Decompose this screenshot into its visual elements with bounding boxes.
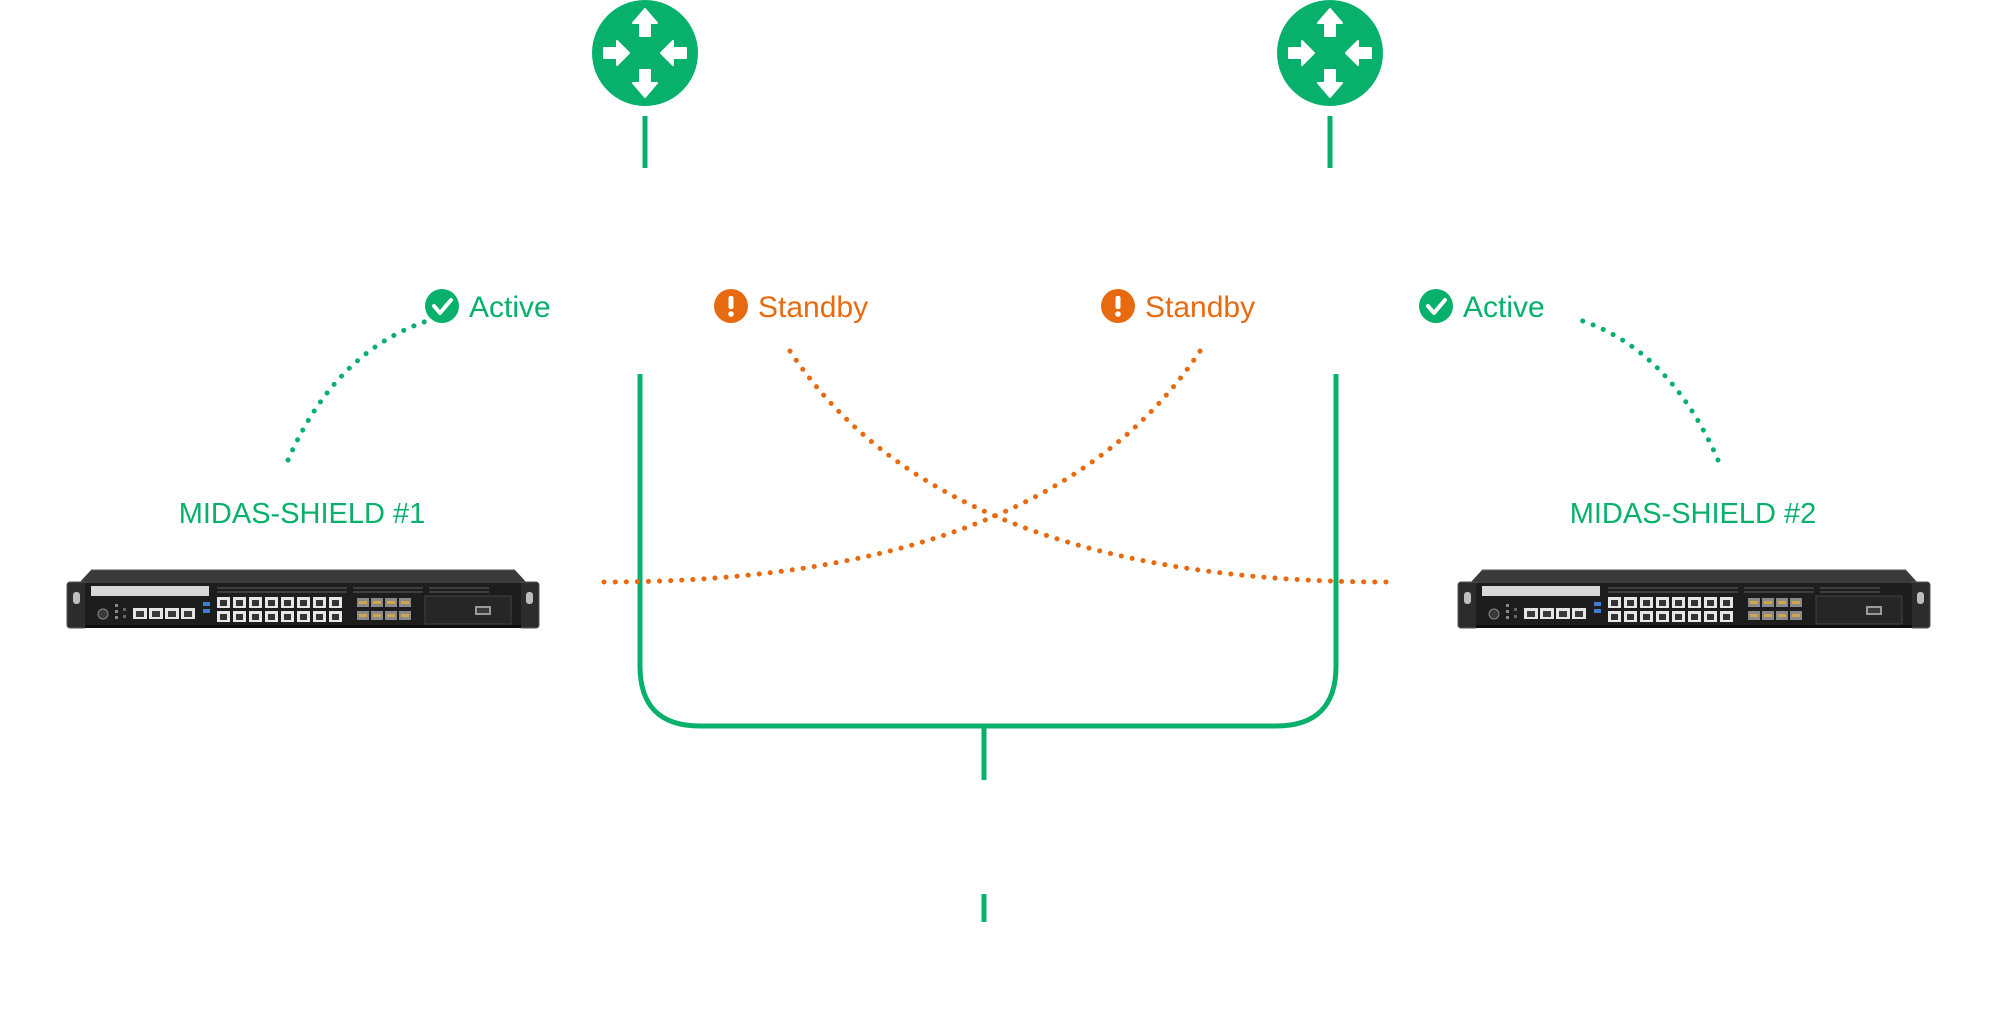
check-circle-icon	[1419, 289, 1453, 323]
exclamation-circle-icon	[714, 289, 748, 323]
router-icon	[1277, 0, 1383, 106]
device-1-appliance	[66, 569, 540, 629]
switch-bracket	[637, 374, 1339, 729]
device-label-2: MIDAS-SHIELD #2	[1570, 498, 1817, 530]
exclamation-circle-icon	[1101, 289, 1135, 323]
router-1	[592, 0, 698, 106]
status-standby-2: Standby	[1101, 289, 1255, 324]
standby-link-2	[785, 345, 1389, 585]
device-2-appliance	[1457, 569, 1931, 629]
router-icon	[592, 0, 698, 106]
status-active-1: Active	[425, 289, 551, 324]
device-label-1: MIDAS-SHIELD #1	[179, 498, 426, 530]
status-active-2: Active	[1419, 289, 1545, 324]
active-link-1	[285, 317, 433, 463]
status-label: Standby	[758, 291, 868, 324]
active-link-2	[1577, 317, 1721, 463]
router-2	[1277, 0, 1383, 106]
status-standby-1: Standby	[714, 289, 868, 324]
status-label: Active	[469, 291, 551, 324]
check-circle-icon	[425, 289, 459, 323]
status-label: Standby	[1145, 291, 1255, 324]
status-label: Active	[1463, 291, 1545, 324]
standby-link-1	[601, 345, 1205, 585]
